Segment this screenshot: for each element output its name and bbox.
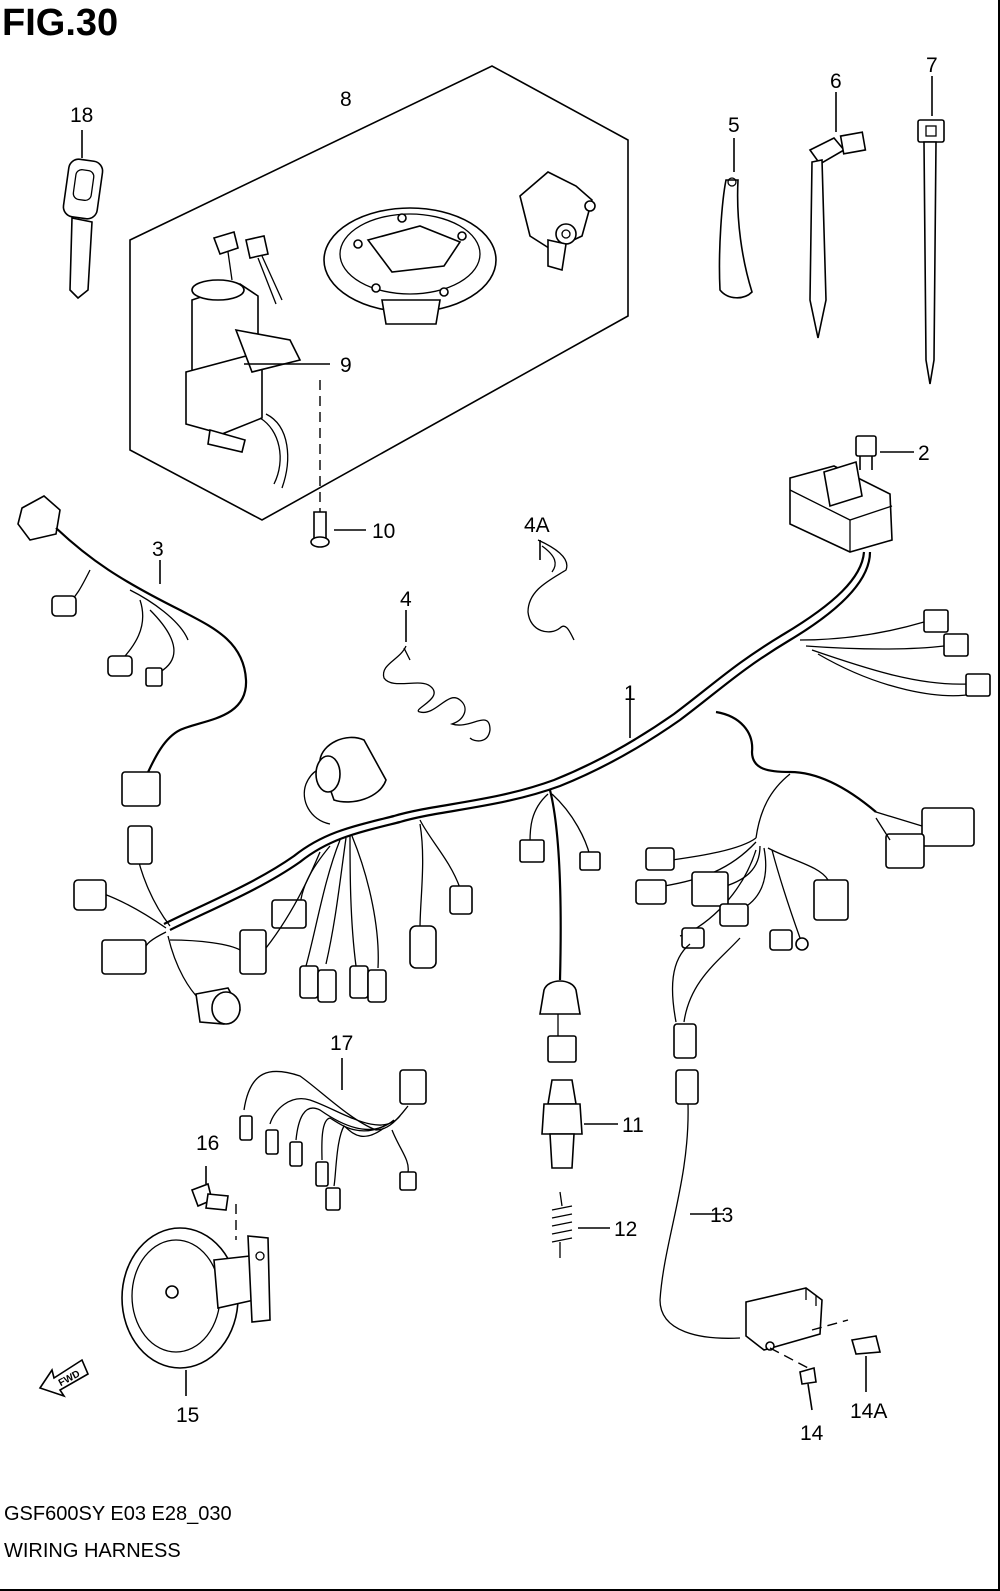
figure-title: FIG.30 — [2, 2, 119, 44]
frame-bottom-edge — [0, 1589, 1000, 1591]
fwd-label: FWD — [57, 1369, 82, 1389]
lock-set-box — [129, 65, 629, 521]
model-code: GSF600SY E03 E28_030 — [4, 1503, 232, 1525]
ignition-switch — [185, 230, 302, 489]
main-harness — [73, 551, 991, 1063]
forward-arrow-icon: FWD — [38, 1358, 90, 1398]
bolt-10 — [310, 511, 366, 548]
callout-7: 7 — [926, 54, 938, 77]
callout-5: 5 — [728, 114, 740, 137]
clamp-4a — [527, 539, 575, 641]
return-spring — [551, 1191, 610, 1258]
figure-name: WIRING HARNESS — [4, 1540, 181, 1562]
callout-11: 11 — [622, 1114, 644, 1137]
callout-1: 1 — [624, 682, 636, 705]
key-blank — [62, 130, 104, 300]
sub-harness-3 — [17, 495, 248, 807]
side-stand-switch — [659, 1069, 882, 1411]
callout-8: 8 — [340, 88, 352, 111]
callout-18: 18 — [70, 104, 93, 127]
clamp-4 — [382, 610, 491, 742]
callout-15: 15 — [176, 1404, 199, 1427]
brake-light-switch — [541, 1079, 618, 1169]
callout-3: 3 — [152, 538, 164, 561]
callout-2: 2 — [918, 442, 930, 465]
clamp-6 — [808, 92, 867, 339]
seat-lock — [519, 171, 596, 272]
bolt-16 — [190, 1166, 237, 1240]
fuse-2 — [855, 435, 914, 470]
fuel-tank-cap — [323, 207, 497, 325]
cable-tie-7 — [917, 76, 945, 385]
callout-14: 14 — [800, 1422, 824, 1445]
clamp-5 — [718, 138, 753, 299]
callout-4: 4 — [400, 588, 412, 611]
callout-12: 12 — [614, 1218, 637, 1241]
callout-labels: 1 2 3 4 4A 5 6 7 8 9 10 11 12 13 14 14A … — [70, 54, 938, 1445]
horn — [121, 1227, 271, 1396]
callout-16: 16 — [196, 1132, 219, 1155]
frame-right-edge — [998, 0, 1000, 1591]
fuse-box — [789, 460, 893, 553]
callout-17: 17 — [330, 1032, 353, 1055]
callout-10: 10 — [372, 520, 395, 543]
callout-13: 13 — [710, 1204, 733, 1227]
callout-6: 6 — [830, 70, 842, 93]
callout-14a: 14A — [850, 1400, 887, 1423]
callout-9: 9 — [340, 354, 352, 377]
callout-4a: 4A — [524, 514, 550, 537]
sub-harness-17 — [239, 1058, 427, 1211]
